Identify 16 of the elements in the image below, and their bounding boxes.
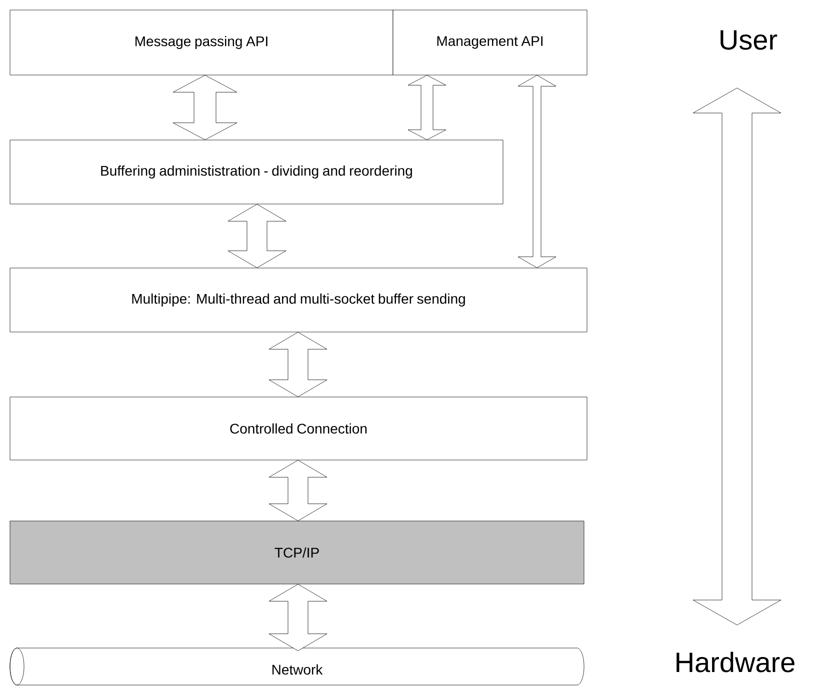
layer-box: Message passing API bbox=[10, 10, 394, 76]
block-arrow bbox=[518, 75, 556, 268]
axis-end-label: User bbox=[720, 30, 778, 50]
pipe-shape: Network bbox=[10, 648, 584, 686]
layer-box: Buffering administistration - dividing and reordering bbox=[10, 140, 504, 204]
block-arrow bbox=[268, 332, 328, 397]
block-arrow bbox=[268, 584, 328, 651]
block-arrow bbox=[268, 460, 328, 521]
layer-box: Management API bbox=[392, 10, 588, 76]
axis-end-label: Hardware bbox=[676, 652, 794, 672]
layer-box: TCP/IP bbox=[10, 520, 584, 584]
block-arrow bbox=[408, 75, 446, 140]
block-arrow bbox=[172, 75, 238, 140]
block-arrow bbox=[228, 204, 286, 268]
layer-box: Multipipe: Multi-thread and multi-socket buffer sending bbox=[10, 268, 588, 332]
layer-box: Controlled Connection bbox=[10, 396, 588, 460]
